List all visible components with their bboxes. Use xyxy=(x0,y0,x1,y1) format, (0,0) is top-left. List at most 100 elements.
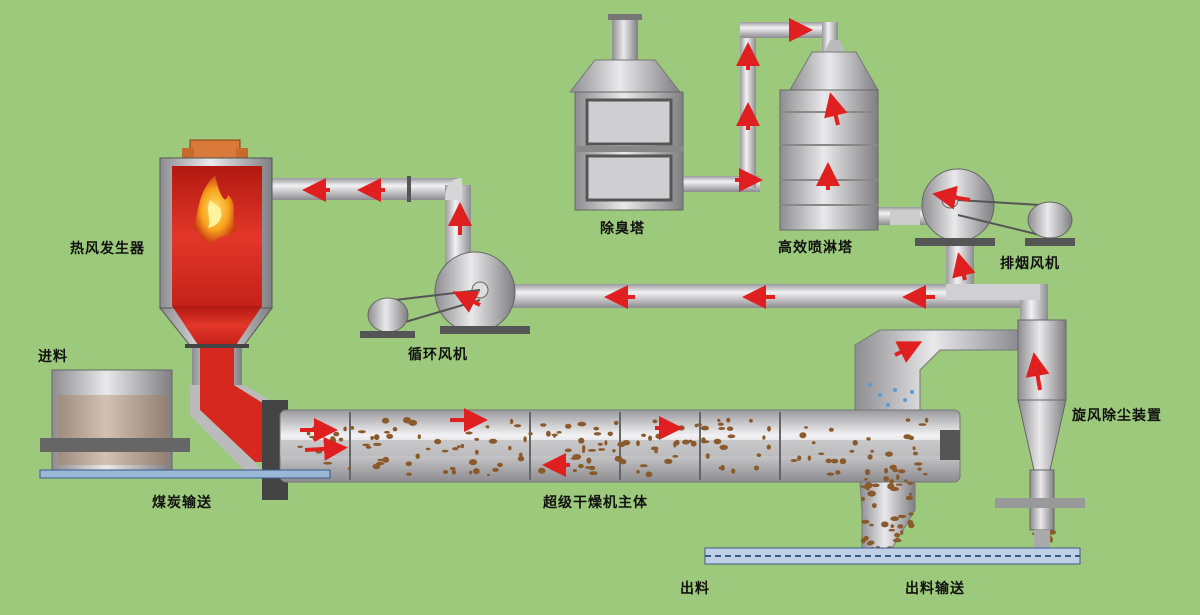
material-particle xyxy=(888,528,896,532)
material-particle xyxy=(403,417,411,424)
material-particle xyxy=(343,426,347,432)
material-particle xyxy=(756,453,762,458)
material-particle xyxy=(871,483,880,488)
material-particle xyxy=(799,432,807,439)
material-particle xyxy=(365,445,372,449)
material-particle xyxy=(905,495,914,501)
material-particle xyxy=(509,418,514,425)
material-particle xyxy=(912,446,916,451)
material-particle xyxy=(804,426,808,429)
material-particle xyxy=(538,467,546,474)
material-particle xyxy=(863,485,867,489)
label-circulation-fan: 循环风机 xyxy=(408,347,468,363)
material-particle xyxy=(677,425,685,431)
material-particle xyxy=(488,438,498,444)
material-particle xyxy=(861,496,865,502)
material-particle xyxy=(312,437,319,441)
material-particle xyxy=(469,470,473,475)
material-particle xyxy=(905,418,911,422)
material-particle xyxy=(517,455,525,462)
label-discharge-conveying: 出料输送 xyxy=(905,581,965,597)
material-particle xyxy=(582,447,586,454)
material-particle xyxy=(908,492,913,496)
material-particle xyxy=(452,447,459,451)
label-exhaust-fan: 排烟风机 xyxy=(1000,256,1060,272)
label-discharge: 出料 xyxy=(680,581,710,597)
material-particle xyxy=(650,446,659,451)
label-deodorization-tower: 除臭塔 xyxy=(600,221,645,237)
material-particle xyxy=(826,472,835,476)
material-particle xyxy=(865,487,870,491)
material-particle xyxy=(465,431,473,435)
material-particle xyxy=(881,521,889,528)
material-particle xyxy=(831,458,839,464)
material-particle xyxy=(382,456,390,463)
material-particle xyxy=(441,449,449,453)
material-particle xyxy=(690,440,697,447)
material-particle xyxy=(386,433,394,439)
material-particle xyxy=(717,422,724,426)
material-particle xyxy=(918,423,927,426)
material-particle xyxy=(694,423,699,428)
material-particle xyxy=(839,458,847,465)
material-particle xyxy=(528,432,533,436)
material-particle xyxy=(475,449,479,455)
material-particle xyxy=(297,445,303,448)
material-particle xyxy=(718,427,726,430)
material-particle xyxy=(648,435,653,441)
material-particle xyxy=(546,430,551,437)
material-particle xyxy=(333,431,340,437)
material-particle xyxy=(578,464,584,469)
material-particle xyxy=(866,437,871,441)
material-particle xyxy=(924,417,929,423)
material-particle xyxy=(384,430,390,434)
material-particle xyxy=(620,459,627,465)
material-particle xyxy=(908,522,915,529)
circulation-fan xyxy=(360,251,530,338)
material-particle xyxy=(896,474,900,481)
material-particle xyxy=(655,433,664,439)
material-particle xyxy=(556,431,562,434)
material-particle xyxy=(613,420,619,426)
material-particle xyxy=(565,423,572,429)
material-particle xyxy=(719,444,728,450)
material-particle xyxy=(598,448,606,451)
dust-particles xyxy=(868,383,914,407)
material-particle xyxy=(913,462,923,466)
material-particle xyxy=(869,523,874,527)
material-particle xyxy=(338,437,344,442)
material-particle xyxy=(894,532,900,538)
material-particle xyxy=(884,467,889,474)
material-particle xyxy=(897,514,907,519)
material-particle xyxy=(406,472,412,476)
material-particle xyxy=(917,467,922,471)
material-particle xyxy=(895,537,899,542)
material-particle xyxy=(717,418,721,422)
material-particle xyxy=(890,516,899,521)
material-particle xyxy=(485,425,490,429)
material-particle xyxy=(372,463,381,470)
material-particle xyxy=(731,468,736,474)
material-particle xyxy=(540,423,547,427)
material-particle xyxy=(417,434,421,440)
material-particle xyxy=(442,470,449,474)
material-particle xyxy=(652,419,658,424)
label-hot-air-generator: 热风发生器 xyxy=(70,241,145,257)
material-particle xyxy=(727,434,736,439)
material-particle xyxy=(863,478,868,481)
material-particle xyxy=(585,466,591,469)
material-particle xyxy=(373,434,380,441)
material-particle xyxy=(825,458,832,464)
airflow-arrows xyxy=(300,18,1050,477)
material-particle xyxy=(860,538,866,544)
spray-tower xyxy=(779,40,879,231)
material-particle xyxy=(578,437,585,444)
material-particle xyxy=(604,440,608,446)
material-particle xyxy=(645,471,653,478)
material-particle xyxy=(887,483,895,490)
material-particle xyxy=(392,427,398,432)
material-particle xyxy=(347,467,352,470)
material-particle xyxy=(472,468,480,475)
material-particle xyxy=(514,424,522,428)
material-particle xyxy=(672,455,679,458)
